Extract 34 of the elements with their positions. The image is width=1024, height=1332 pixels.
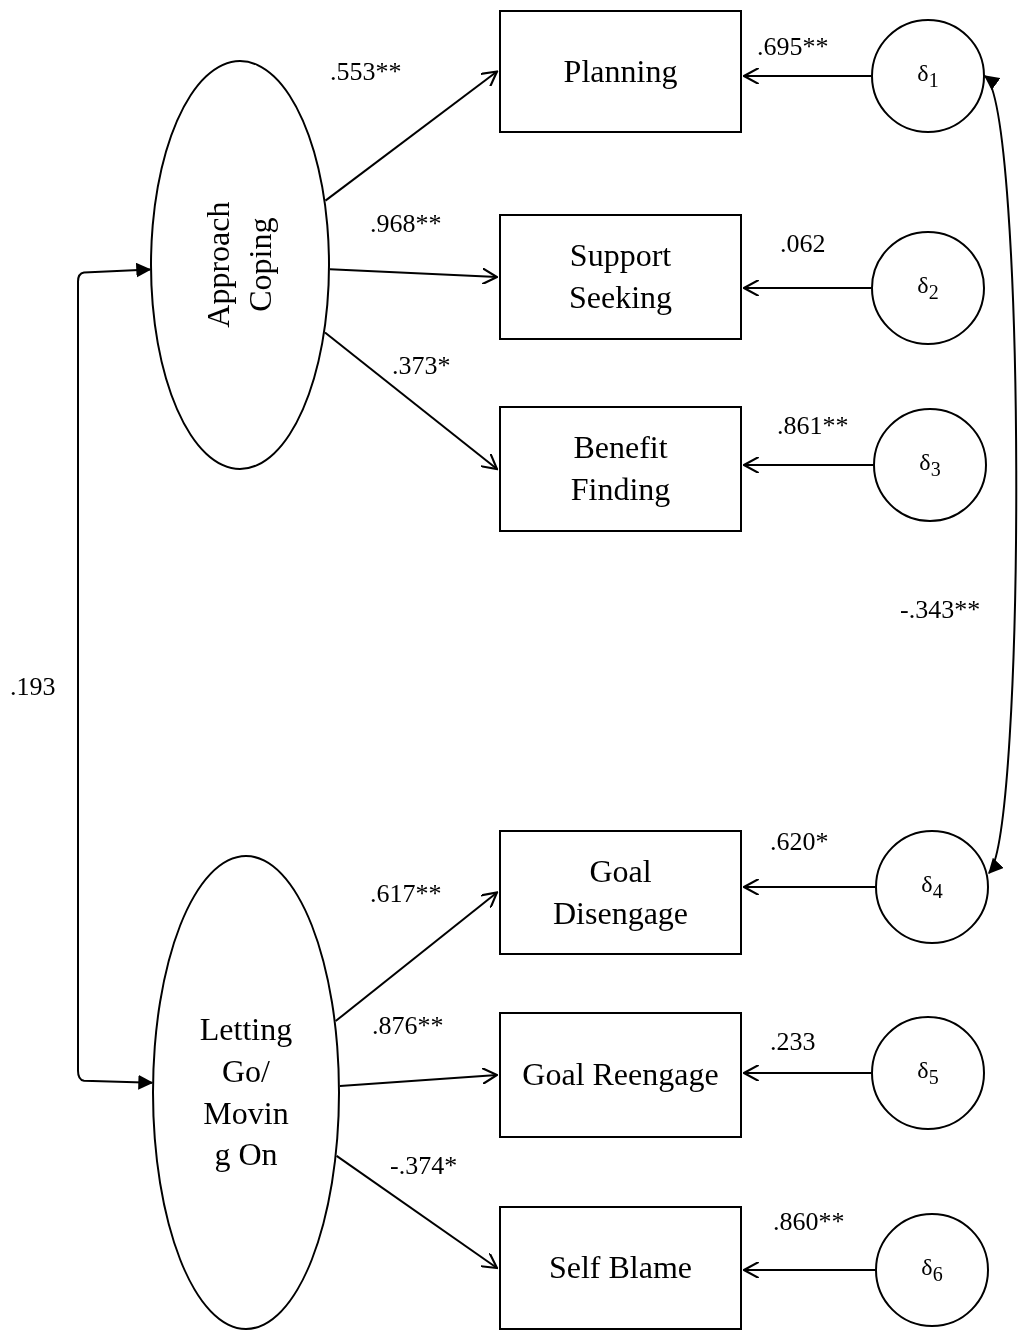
node-label: Self Blame (547, 1248, 694, 1288)
correlation-arrow (77, 262, 154, 1090)
indicator-box (499, 830, 742, 955)
node-label: Benefit Finding (569, 428, 672, 509)
error-label: δ$_{4}$ (921, 871, 943, 903)
arrow (742, 1063, 872, 1083)
arrow (742, 66, 872, 86)
node-label: Approach Coping (199, 200, 279, 331)
error-label: δ$_{1}$ (917, 60, 939, 92)
node-label: Goal Disengage (551, 851, 690, 933)
arrow (329, 267, 499, 286)
indicator-box (499, 1206, 742, 1330)
arrow (742, 278, 872, 298)
node-label: Support Seeking (567, 236, 674, 317)
error-label: δ$_{2}$ (917, 272, 939, 304)
error-label: δ$_{6}$ (921, 1254, 943, 1286)
arrow (324, 70, 499, 202)
indicator-box (499, 10, 742, 133)
node-label: Goal Reengage (521, 1055, 720, 1095)
arrow (334, 891, 499, 1023)
arrow (742, 455, 874, 475)
node-label: Letting Go/ Movin g On (198, 1010, 294, 1175)
error-label: δ$_{5}$ (917, 1057, 939, 1089)
arrow (335, 1154, 499, 1270)
indicator-box (499, 1012, 742, 1138)
indicator-box (499, 214, 742, 340)
arrow (742, 1260, 876, 1280)
arrow (742, 877, 876, 897)
error-label: δ$_{3}$ (919, 449, 941, 481)
correlation-arrow (983, 74, 1018, 875)
arrow (338, 1066, 499, 1087)
indicator-box (499, 406, 742, 532)
arrow (324, 331, 499, 471)
node-label: Planning (562, 51, 679, 91)
